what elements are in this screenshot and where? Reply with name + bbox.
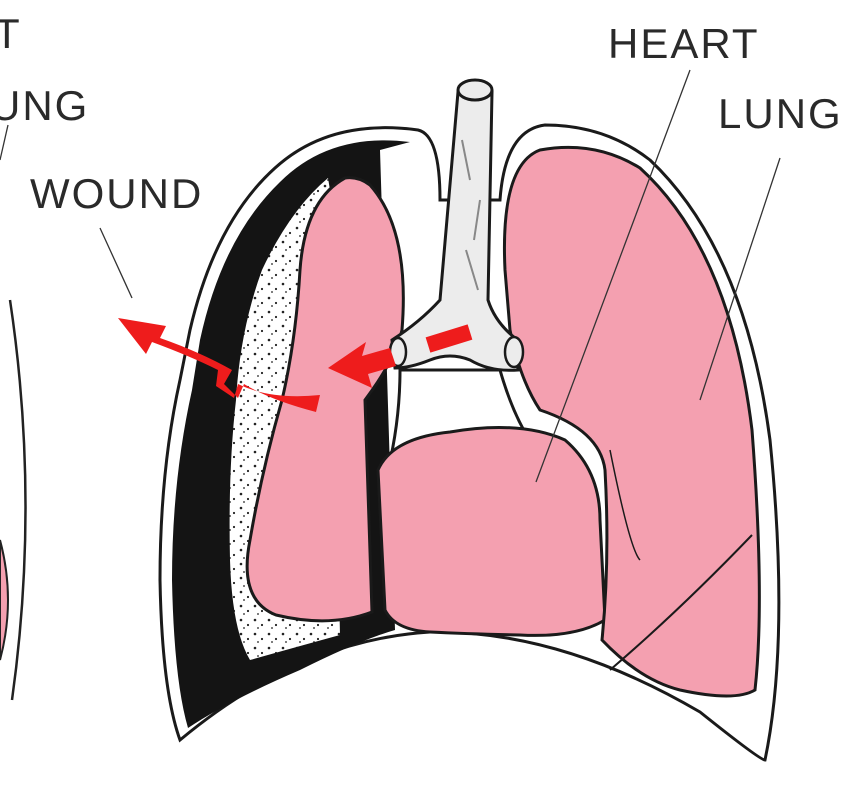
label-lung: LUNG xyxy=(718,90,843,137)
heart xyxy=(378,428,605,636)
label-wound: WOUND xyxy=(30,170,203,217)
right-bronchus-opening xyxy=(505,337,523,367)
label-heart: HEART xyxy=(608,20,760,67)
label-left-fragment-top: T xyxy=(0,10,22,57)
neighbor-chest-wall xyxy=(10,300,26,700)
left-lung-fragment-leader xyxy=(0,125,8,160)
neighbor-lung-fragment xyxy=(0,540,8,660)
trachea-opening xyxy=(458,80,492,100)
label-left-fragment-lung: UNG xyxy=(0,82,89,129)
wound-leader-line xyxy=(100,228,132,298)
